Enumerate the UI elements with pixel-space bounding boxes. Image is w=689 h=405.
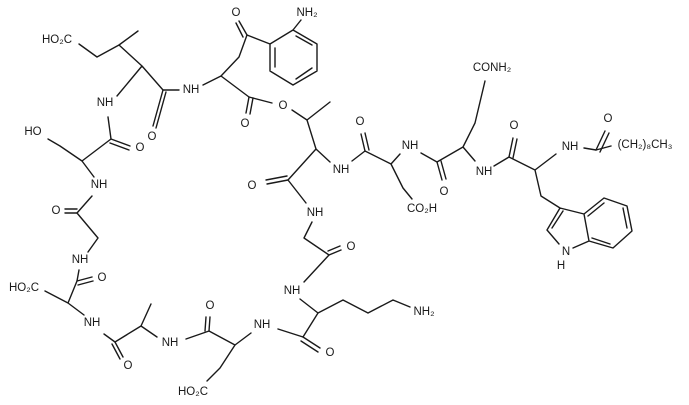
- label-ala8-carbonyl-o: O: [124, 360, 133, 372]
- label-aniline-nh2: NH₂: [296, 7, 317, 19]
- single-bonds: [44, 19, 633, 382]
- label-meglu-nh: NH: [97, 97, 114, 109]
- label-asp9-carbonyl-o: O: [98, 272, 107, 284]
- label-ester-carbonyl-o: O: [241, 118, 250, 130]
- label-asp7-nh: NH: [254, 319, 271, 331]
- label-gly5-nh: NH: [307, 207, 324, 219]
- label-asp3-co2h: CO₂H: [407, 203, 437, 215]
- label-asp7-ho2c: HO₂C: [178, 386, 208, 398]
- label-gly5-carbonyl-o: O: [347, 241, 356, 253]
- label-indole-h: H: [557, 260, 565, 272]
- label-indole-n: N: [562, 246, 570, 258]
- label-ser-nh: NH: [91, 179, 108, 191]
- label-asn2-conh2: CONH₂: [473, 62, 511, 74]
- label-acyl-carbonyl-o: O: [604, 113, 613, 125]
- aromatic-inner-lines: [274, 35, 628, 245]
- label-thr-nh: NH: [333, 164, 350, 176]
- label-kyn-nh: NH: [183, 84, 200, 96]
- label-thr-carbonyl-o: O: [248, 180, 257, 192]
- label-ala8-nh: NH: [162, 337, 179, 349]
- label-orn6-nh: NH: [284, 285, 301, 297]
- label-meglu-carbonyl-o: O: [148, 131, 157, 143]
- label-asp3-carbonyl-o: O: [356, 116, 365, 128]
- label-asn2-carbonyl-o: O: [440, 186, 449, 198]
- label-gly10-nh: NH: [72, 254, 89, 266]
- label-asp9-nh: NH: [84, 317, 101, 329]
- label-ser-ho: HO: [24, 126, 41, 138]
- label-trp1-carbonyl-o: O: [510, 120, 519, 132]
- label-ester-o: O: [279, 100, 288, 112]
- label-gly10-carbonyl-o: O: [52, 205, 61, 217]
- label-acyl-tail: (CH₂)₈CH₃: [618, 139, 673, 151]
- label-orn6-nh2: NH₂: [413, 306, 434, 318]
- label-ser-carbonyl-o: O: [136, 142, 145, 154]
- double-bond-lines: [64, 20, 610, 360]
- label-asn2-nh: NH: [476, 166, 493, 178]
- label-meglu-ho2c: HO₂C: [42, 34, 72, 46]
- label-orn6-carbonyl-o: O: [326, 347, 335, 359]
- label-asp7-carbonyl-o: O: [206, 300, 215, 312]
- label-asp9-ho2c: HO₂C: [9, 282, 39, 294]
- label-asp3-nh: NH: [402, 140, 419, 152]
- label-trp1-nh: NH: [562, 141, 579, 153]
- label-kyn-ketone-o: O: [232, 7, 241, 19]
